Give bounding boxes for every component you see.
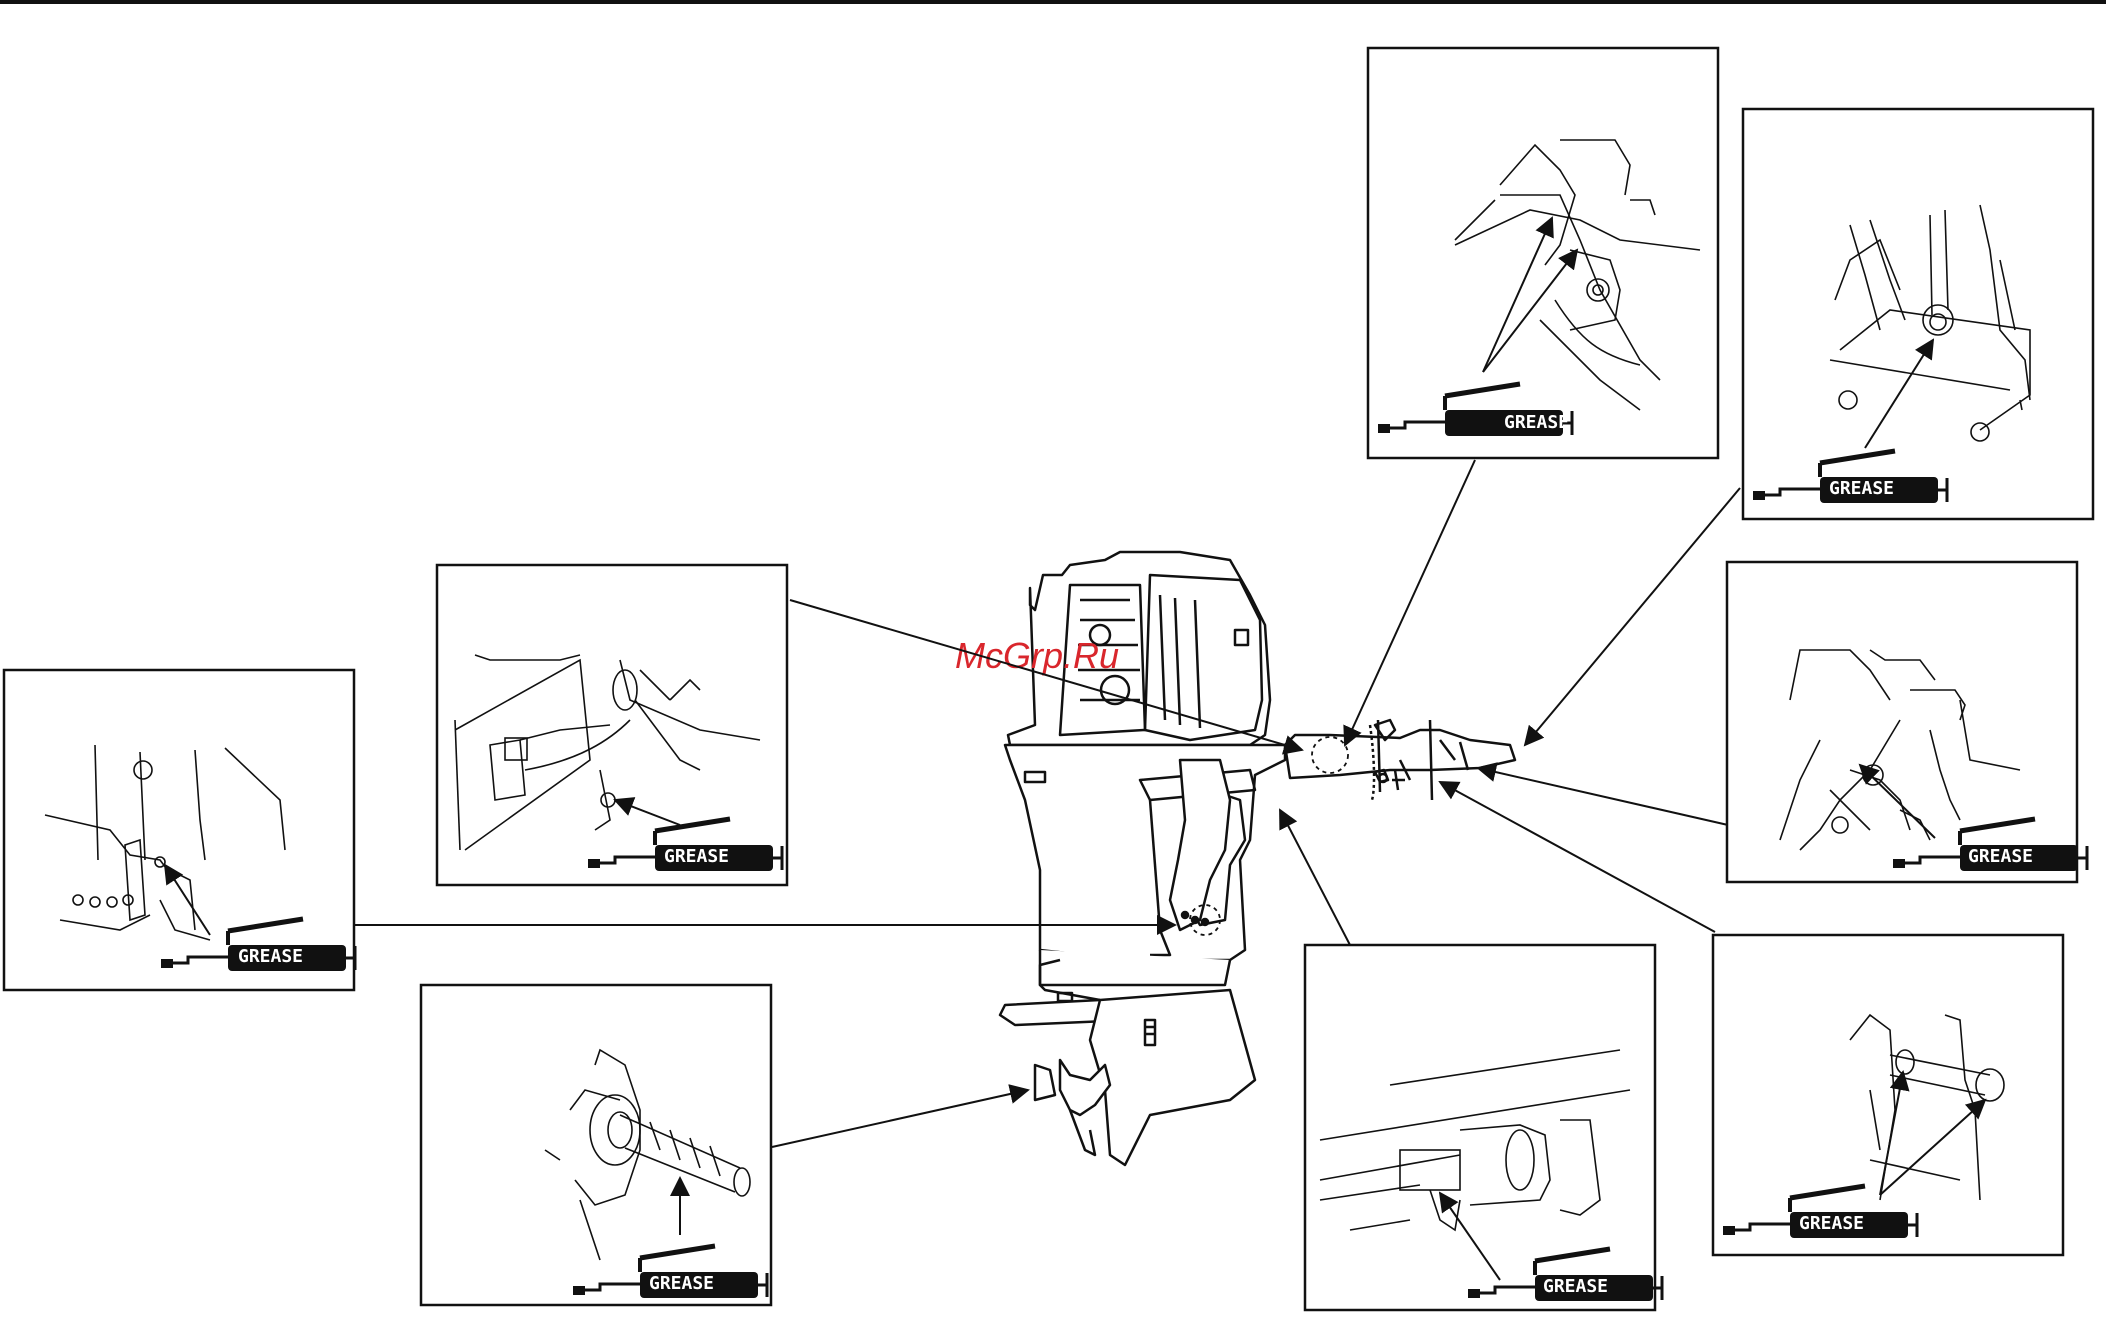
callout-clamp-bracket-tilt-lever: GREASE — [4, 670, 355, 990]
callout-tiller-shaft-washer: GREASE — [1743, 109, 2093, 519]
grease-label: GREASE — [238, 946, 303, 967]
grease-label: GREASE — [1829, 478, 1894, 499]
grease-label: GREASE — [1543, 1276, 1608, 1297]
callout-tiller-pivot-upper: GREASE — [1368, 48, 1718, 458]
top-rule — [0, 0, 2106, 4]
callout-cowl-lock-fitting: GREASE — [437, 565, 787, 885]
callout-throttle-friction-bolts: GREASE — [1713, 935, 2063, 1255]
callout-steering-shaft-bushing: GREASE — [1305, 945, 1662, 1310]
grease-label: GREASE — [1968, 846, 2033, 867]
callout-tiller-handle-bracket: GREASE — [1727, 562, 2087, 882]
grease-label: GREASE — [1799, 1213, 1864, 1234]
grease-label: GREASE — [664, 846, 729, 867]
grease-label: GREASE — [649, 1273, 714, 1294]
grease-label: GREASE — [1504, 412, 1569, 433]
callout-propeller-shaft-splines: GREASE — [421, 985, 771, 1305]
